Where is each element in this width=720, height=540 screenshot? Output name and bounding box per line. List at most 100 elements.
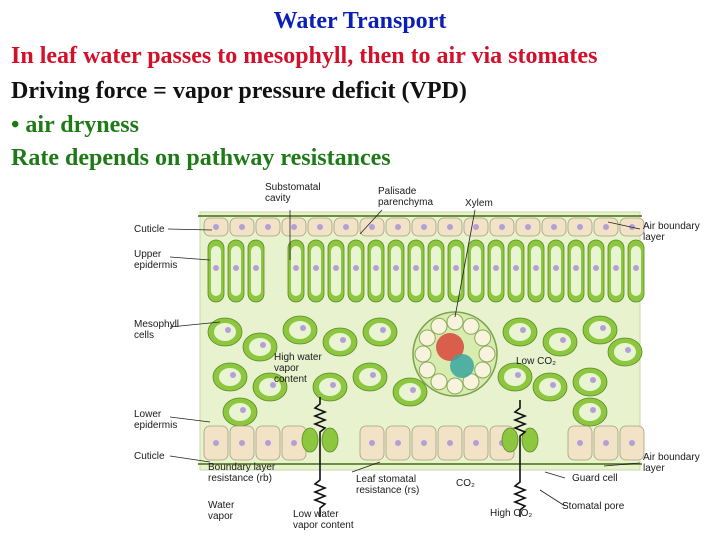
nucleus [380, 327, 386, 333]
nucleus [373, 265, 379, 271]
nucleus [593, 265, 599, 271]
nucleus [233, 265, 239, 271]
boundary-layer-resistor [312, 397, 328, 472]
vascular-bundle [412, 311, 498, 397]
nucleus [473, 440, 479, 446]
nucleus [213, 224, 219, 230]
label-cuticle-bottom: Cuticle [134, 451, 165, 462]
cell-vacuole [359, 368, 381, 386]
label-co2: CO₂ [456, 478, 475, 489]
nucleus [369, 440, 375, 446]
nucleus [300, 325, 306, 331]
nucleus [600, 325, 606, 331]
lower-stomatal-resistor [512, 477, 528, 517]
cell-vacuole [589, 321, 611, 339]
nucleus [225, 327, 231, 333]
cell-vacuole [614, 343, 636, 361]
nucleus [253, 265, 259, 271]
nucleus [513, 265, 519, 271]
nucleus [603, 440, 609, 446]
stomatal-resistor [512, 400, 528, 477]
cell-vacuole [539, 378, 561, 396]
nucleus [560, 337, 566, 343]
nucleus [453, 265, 459, 271]
nucleus [629, 440, 635, 446]
text-line-2: Driving force = vapor pressure deficit (… [11, 78, 467, 104]
xylem-cluster [436, 333, 464, 361]
nucleus [577, 440, 583, 446]
bundle-sheath-cell [478, 345, 496, 363]
nucleus [590, 377, 596, 383]
nucleus [413, 265, 419, 271]
cell-vacuole [369, 323, 391, 341]
phloem-cluster [450, 354, 474, 378]
text-line-4: Rate depends on pathway resistances [11, 145, 391, 171]
cell-vacuole [579, 373, 601, 391]
bundle-sheath-cell [446, 377, 464, 395]
nucleus [577, 224, 583, 230]
bundle-sheath-cell [430, 317, 448, 335]
nucleus [633, 265, 639, 271]
cell-vacuole [249, 338, 271, 356]
nucleus [343, 224, 349, 230]
nucleus [473, 224, 479, 230]
nucleus [473, 265, 479, 271]
bundle-sheath-cell [474, 361, 492, 379]
cell-vacuole [319, 378, 341, 396]
cell-layers [203, 217, 645, 461]
slide-title: Water Transport [273, 8, 447, 34]
cell-vacuole [579, 403, 601, 421]
cell-vacuole [399, 383, 421, 401]
nucleus [317, 224, 323, 230]
nucleus [499, 224, 505, 230]
nucleus [421, 440, 427, 446]
nucleus [447, 224, 453, 230]
upper-resistor [312, 472, 328, 517]
nucleus [410, 387, 416, 393]
nucleus [213, 265, 219, 271]
cell-vacuole [229, 403, 251, 421]
nucleus [353, 265, 359, 271]
nucleus [270, 382, 276, 388]
nucleus [493, 265, 499, 271]
nucleus [393, 265, 399, 271]
bundle-sheath-cell [418, 329, 436, 347]
bundle-sheath-cell [430, 373, 448, 391]
label-low-co2: Low CO₂ [516, 356, 556, 367]
guard-cell [301, 427, 319, 453]
nucleus [293, 265, 299, 271]
text-line-1: In leaf water passes to mesophyll, then … [11, 43, 598, 69]
bundle-sheath-cell [414, 345, 432, 363]
label-xylem: Xylem [465, 198, 493, 209]
nucleus [625, 347, 631, 353]
nucleus [395, 440, 401, 446]
nucleus [265, 224, 271, 230]
label-guard-cell: Guard cell [572, 473, 618, 484]
cell-vacuole [219, 368, 241, 386]
nucleus [369, 224, 375, 230]
nucleus [239, 224, 245, 230]
nucleus [551, 224, 557, 230]
nucleus [515, 372, 521, 378]
nucleus [395, 224, 401, 230]
cell-vacuole [214, 323, 236, 341]
nucleus [447, 440, 453, 446]
bundle-sheath-cell [446, 313, 464, 331]
nucleus [520, 327, 526, 333]
nucleus [330, 382, 336, 388]
nucleus [240, 407, 246, 413]
nucleus [213, 440, 219, 446]
cell-vacuole [509, 323, 531, 341]
